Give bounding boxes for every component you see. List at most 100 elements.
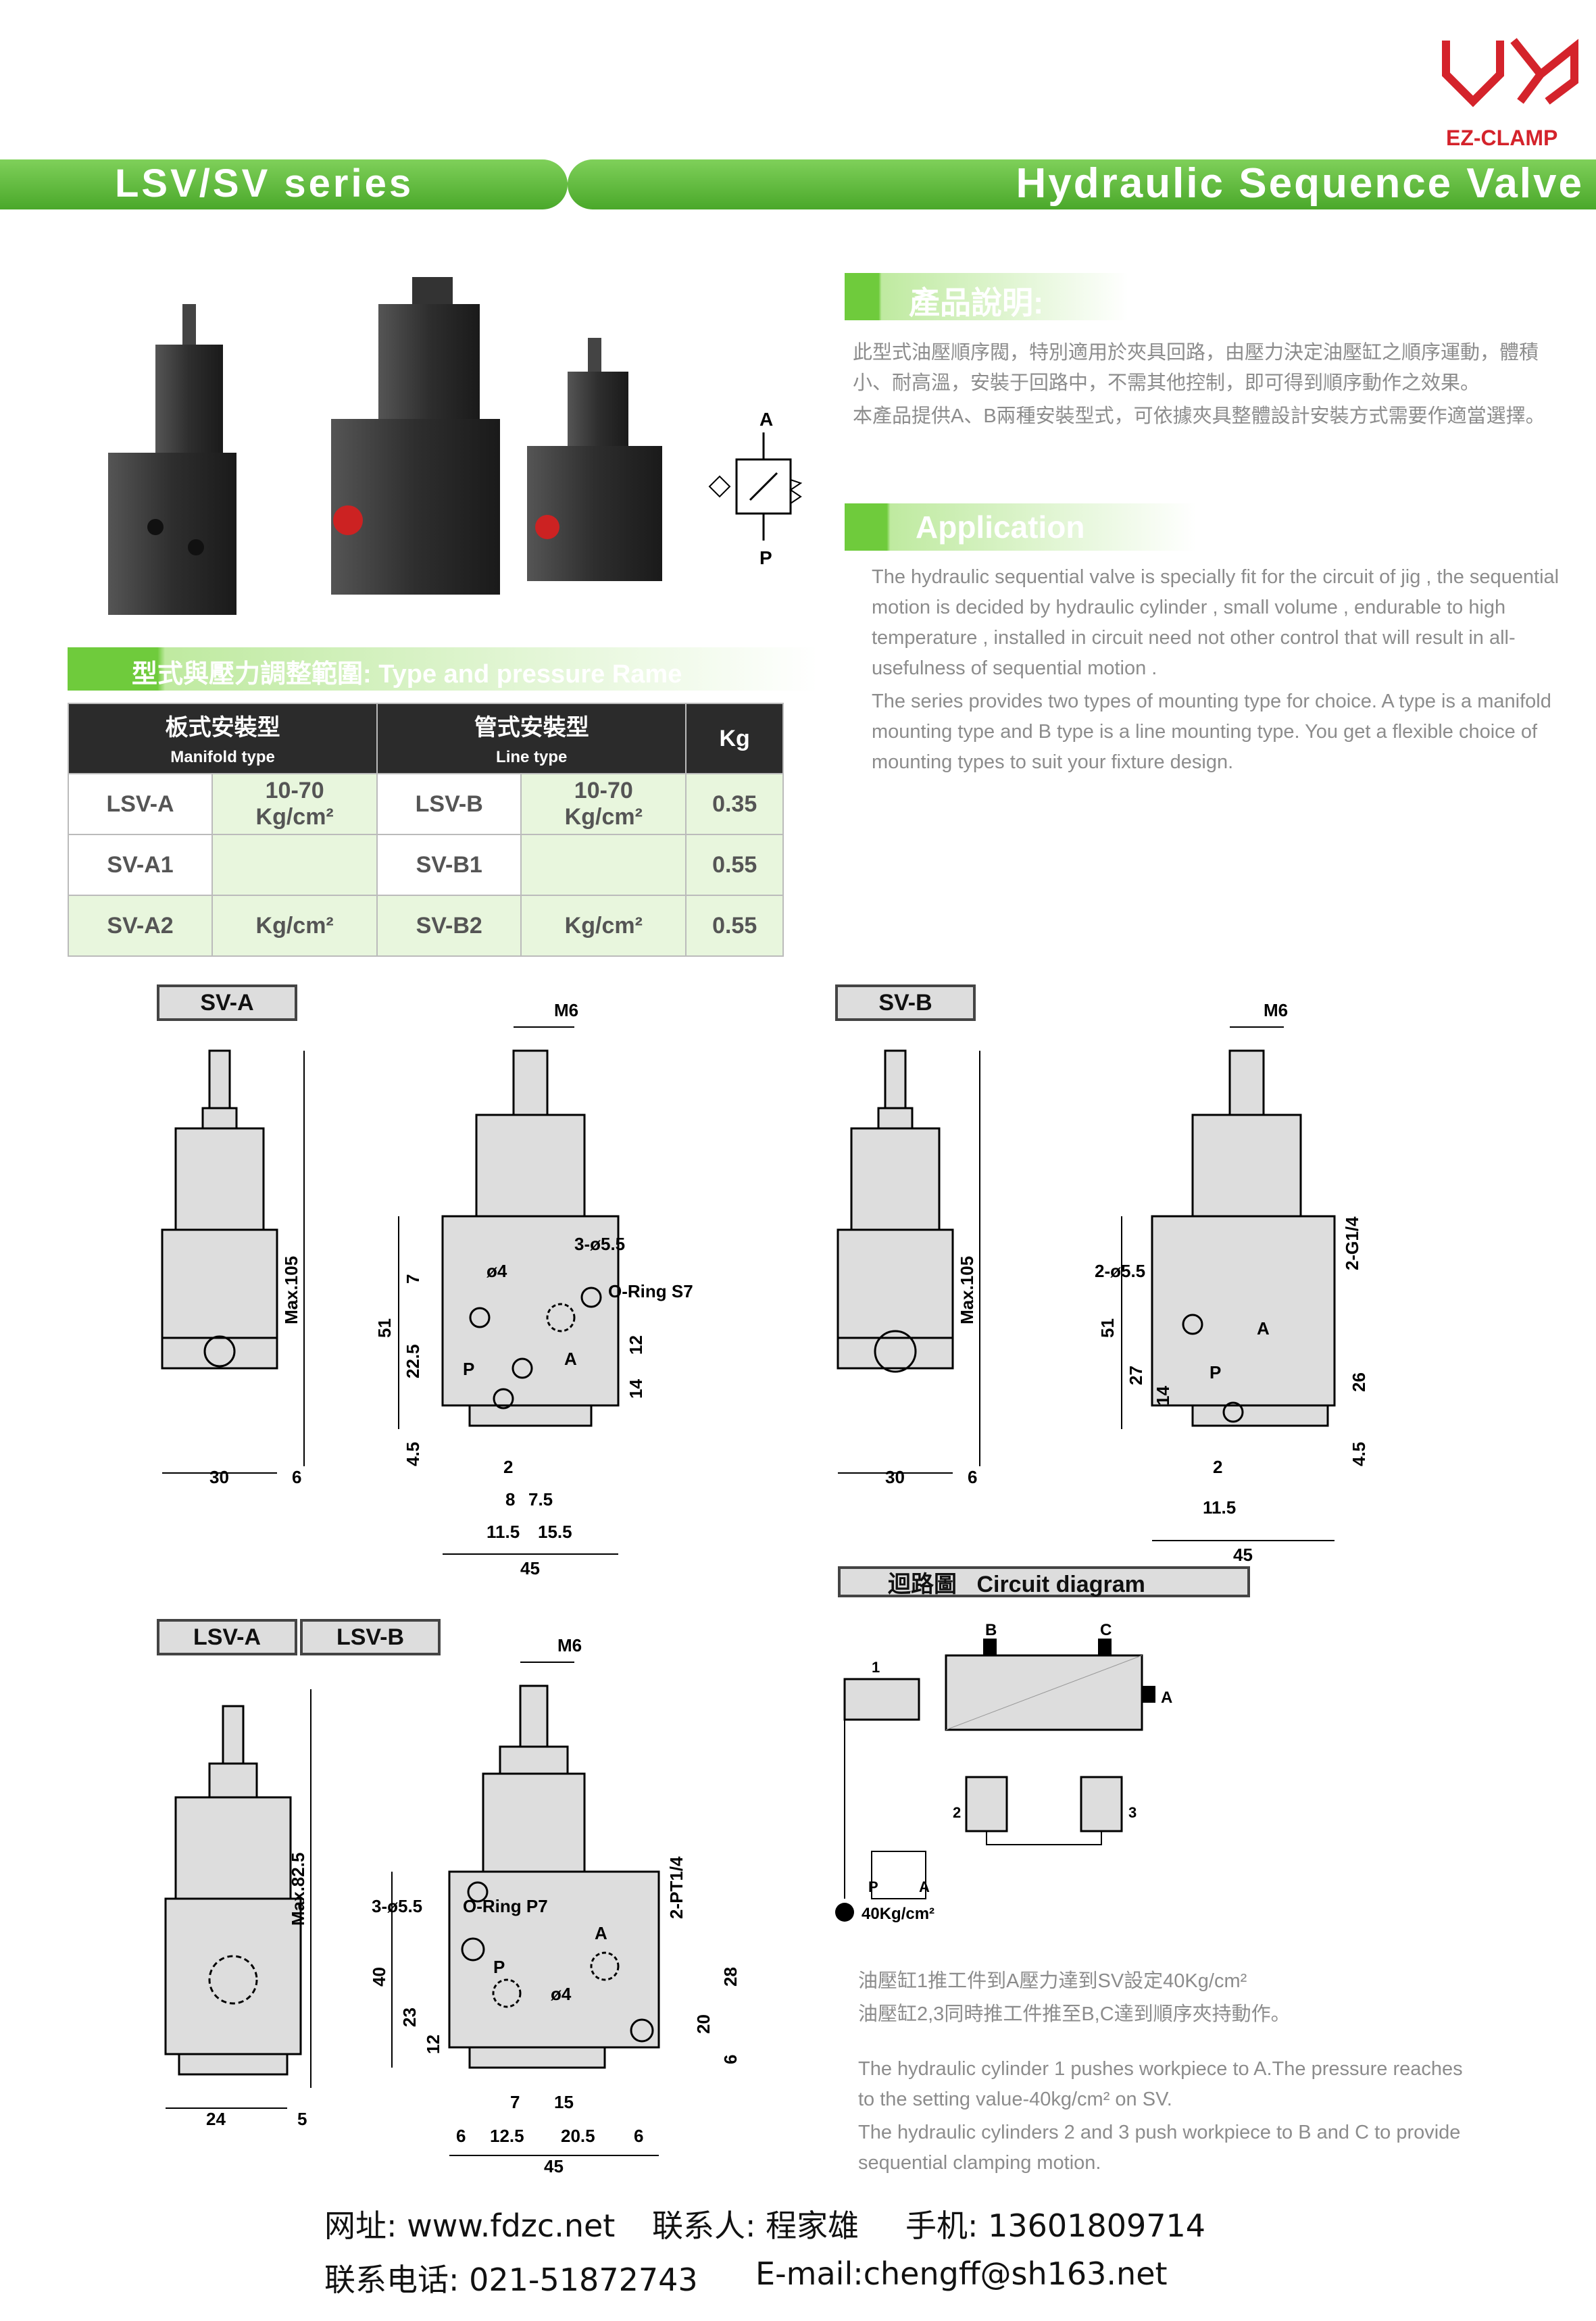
sv-a-side-drawing: Max.105 30 6: [161, 1049, 305, 1487]
svg-text:20: 20: [693, 2014, 714, 2034]
svg-text:7: 7: [510, 2092, 520, 2112]
svg-text:P: P: [868, 1878, 878, 1895]
application-bullet-1: The hydraulic sequential valve is specia…: [872, 566, 1560, 679]
circuit-pressure: 40Kg/cm²: [862, 1905, 934, 1923]
svg-text:M6: M6: [557, 1635, 582, 1655]
svg-text:C: C: [1100, 1621, 1112, 1639]
svg-text:27: 27: [1126, 1366, 1146, 1385]
intro-heading: 產品說明:: [845, 273, 1128, 320]
svg-text:45: 45: [1233, 1545, 1253, 1565]
svg-text:3-ø5.5: 3-ø5.5: [574, 1234, 625, 1254]
svg-text:B: B: [985, 1621, 997, 1639]
svg-text:5: 5: [297, 2109, 307, 2129]
footer-phone: 联系电话: 021-51872743: [324, 2262, 698, 2298]
intro-heading-text: 產品說明:: [909, 285, 1044, 320]
svg-text:A: A: [919, 1878, 930, 1895]
ez-clamp-logo-icon: [1442, 38, 1578, 107]
svg-text:15.5: 15.5: [538, 1522, 572, 1542]
lsv-front-drawing: M6 3-ø5.5 O-Ring P7 A P ø4 2-PT1/4 40 23…: [369, 1635, 741, 2176]
application-bullets: The hydraulic sequential valve is specia…: [872, 562, 1574, 780]
footer-mobile: 手机: 13601809714: [905, 2207, 1206, 2244]
symbol-port-a: A: [759, 409, 773, 430]
svg-text:P: P: [493, 1957, 505, 1977]
valve-symbol-icon: A P: [708, 409, 803, 568]
symbol-port-p: P: [759, 547, 772, 568]
svg-text:2-G1/4: 2-G1/4: [1342, 1216, 1362, 1270]
svg-text:M6: M6: [554, 1000, 578, 1020]
sv-b-side-drawing: Max.105 30 6: [837, 1049, 980, 1487]
svg-text:A: A: [1161, 1689, 1172, 1707]
intro-bullet-1: 此型式油壓順序閥，特別適用於夾具回路，由壓力決定油壓缸之順序運動，體積小、耐高溫…: [853, 342, 1539, 394]
circuit-note-cn-1: 油壓缸1推工件到A壓力達到SV設定40Kg/cm²: [858, 1970, 1247, 1992]
svg-text:12.5: 12.5: [490, 2126, 524, 2146]
svg-text:11.5: 11.5: [1203, 1497, 1236, 1518]
svg-text:7.5: 7.5: [528, 1489, 553, 1509]
svg-text:1: 1: [872, 1659, 880, 1676]
lsv-a-label: LSV-A: [157, 1619, 297, 1655]
circuit-note-en-1: The hydraulic cylinder 1 pushes workpiec…: [858, 2058, 1463, 2110]
max105-label: Max.105: [281, 1256, 301, 1324]
svg-text:8: 8: [505, 1489, 515, 1509]
circuit-notes-cn: 油壓缸1推工件到A壓力達到SV設定40Kg/cm² 油壓缸2,3同時推工件推至B…: [858, 1966, 1534, 2032]
svg-text:7: 7: [403, 1274, 423, 1284]
footer-web: 网址: www.fdzc.net: [324, 2207, 616, 2244]
svg-text:Max.82.5: Max.82.5: [288, 1853, 308, 1926]
svg-text:2-ø5.5: 2-ø5.5: [1095, 1261, 1145, 1281]
svg-text:45: 45: [520, 1558, 540, 1578]
svg-text:P: P: [1210, 1362, 1221, 1382]
svg-text:3-ø5.5: 3-ø5.5: [372, 1896, 422, 1916]
svg-text:6: 6: [292, 1467, 301, 1487]
circuit-note-en-2: The hydraulic cylinders 2 and 3 push wor…: [858, 2122, 1461, 2174]
svg-text:6: 6: [456, 2126, 466, 2146]
lsv-b-label: LSV-B: [300, 1619, 441, 1655]
svg-text:ø4: ø4: [487, 1261, 507, 1281]
table-row: SV-A1 SV-B1 0.55: [67, 834, 784, 896]
svg-text:2: 2: [953, 1804, 961, 1821]
sv-a-label: SV-A: [157, 984, 297, 1021]
svg-text:4.5: 4.5: [1349, 1442, 1369, 1466]
svg-text:4.5: 4.5: [403, 1442, 423, 1466]
svg-text:24: 24: [206, 2109, 226, 2129]
header-band: [0, 157, 1596, 214]
circuit-diagram: B C A 1 2 3 P A 40Kg/cm²: [835, 1621, 1172, 1923]
spec-col-kg: Kg: [685, 703, 784, 774]
svg-text:A: A: [1257, 1318, 1270, 1339]
svg-text:P: P: [463, 1359, 474, 1379]
svg-text:51: 51: [1097, 1318, 1118, 1338]
table-row: SV-A2 Kg/cm² SV-B2 Kg/cm² 0.55: [67, 895, 784, 957]
svg-text:51: 51: [374, 1318, 395, 1338]
spec-heading: 型式與壓力調整範圍: Type and pressure Rame: [68, 647, 818, 691]
svg-text:O-Ring S7: O-Ring S7: [608, 1281, 693, 1301]
product-photo: [108, 277, 662, 615]
svg-text:ø4: ø4: [551, 1984, 572, 2004]
lsv-side-drawing: Max.82.5 24 5: [164, 1689, 311, 2129]
svg-text:14: 14: [1153, 1386, 1173, 1405]
svg-text:12: 12: [423, 2035, 443, 2054]
svg-text:15: 15: [554, 2092, 574, 2112]
svg-text:6: 6: [720, 2055, 741, 2064]
svg-text:20.5: 20.5: [561, 2126, 595, 2146]
svg-text:22.5: 22.5: [403, 1344, 423, 1378]
svg-text:11.5: 11.5: [487, 1522, 520, 1542]
circuit-note-cn-2: 油壓缸2,3同時推工件推至B,C達到順序夾持動作。: [858, 2003, 1291, 2025]
svg-text:M6: M6: [1264, 1000, 1288, 1020]
svg-text:40: 40: [369, 1967, 389, 1987]
intro-bullets: 此型式油壓順序閥，特別適用於夾具回路，由壓力決定油壓缸之順序運動，體積小、耐高溫…: [853, 338, 1576, 434]
application-heading-text: Application: [916, 509, 1085, 545]
svg-text:23: 23: [399, 2007, 420, 2027]
application-heading: Application: [845, 503, 1196, 551]
svg-text:3: 3: [1128, 1804, 1137, 1821]
svg-text:O-Ring P7: O-Ring P7: [463, 1896, 548, 1916]
series-title: LSV/SV series: [115, 161, 414, 205]
svg-text:2: 2: [1213, 1457, 1222, 1477]
intro-bullet-2: 本產品提供A、B兩種安裝型式，可依據夾具整體設計安裝方式需要作適當選擇。: [853, 405, 1545, 427]
footer-contact: 联系人: 程家雄: [652, 2207, 859, 2244]
application-bullet-2: The series provides two types of mountin…: [872, 691, 1551, 773]
sv-b-front-drawing: M6 2-ø5.5 A P 2-G1/4 51 27 14 26 4.5 2 1…: [1095, 1000, 1369, 1565]
svg-text:6: 6: [634, 2126, 643, 2146]
svg-text:12: 12: [626, 1335, 646, 1355]
svg-text:Max.105: Max.105: [957, 1256, 977, 1324]
svg-text:2: 2: [503, 1457, 513, 1477]
